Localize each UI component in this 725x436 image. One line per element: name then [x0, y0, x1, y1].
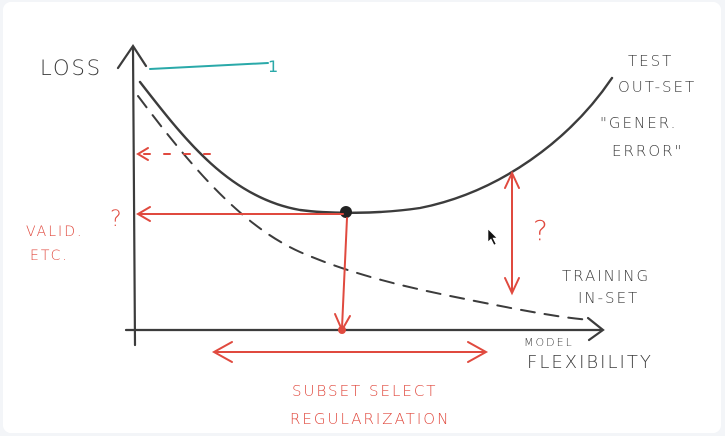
question-right: ?: [533, 214, 550, 247]
mouse-pointer-icon: [487, 228, 498, 246]
gap-arrow-bottom-head: [504, 277, 520, 296]
gap-arrow-top-head: [504, 170, 520, 189]
test-label-line1: TEST: [628, 52, 673, 70]
axes: [116, 44, 605, 347]
training-label-line2: IN-SET: [578, 289, 639, 307]
min-to-yaxis-arrowhead: [136, 206, 151, 222]
range-arrow-right-head: [467, 341, 489, 363]
x-axis-label-bottom: FLEXIBILITY: [527, 352, 653, 373]
teal-mark-label: 1: [268, 57, 278, 76]
valid-label-line2: ETC.: [30, 248, 69, 264]
y-axis: [131, 46, 137, 347]
minimum-point: [340, 206, 352, 218]
valid-label-line1: VALID.: [26, 224, 83, 240]
test-label-line2: OUT-SET: [618, 78, 696, 96]
teal-marker: 1: [149, 57, 278, 76]
y-axis-arrowhead: [116, 44, 148, 70]
question-left: ?: [110, 207, 124, 232]
whiteboard: [3, 2, 721, 433]
training-label-line1: TRAINING: [562, 267, 650, 285]
x-axis-mark: [338, 326, 346, 334]
gen-error-line2: ERROR": [612, 142, 683, 160]
x-axis-label-top: MODEL: [524, 336, 574, 349]
min-to-xaxis-arrow: [341, 217, 348, 329]
regularization-label: REGULARIZATION: [290, 410, 450, 428]
test-error-curve: [138, 76, 614, 214]
training-error-curve: [137, 95, 591, 321]
subset-select-label: SUBSET SELECT: [292, 382, 437, 400]
dotted-arrowhead: [136, 147, 149, 161]
red-annotations: [136, 147, 520, 363]
x-axis-arrowhead: [586, 316, 605, 342]
y-axis-label: LOSS: [40, 56, 102, 80]
gen-error-line1: "GENER.: [600, 114, 677, 132]
range-arrow-left-head: [211, 341, 233, 363]
